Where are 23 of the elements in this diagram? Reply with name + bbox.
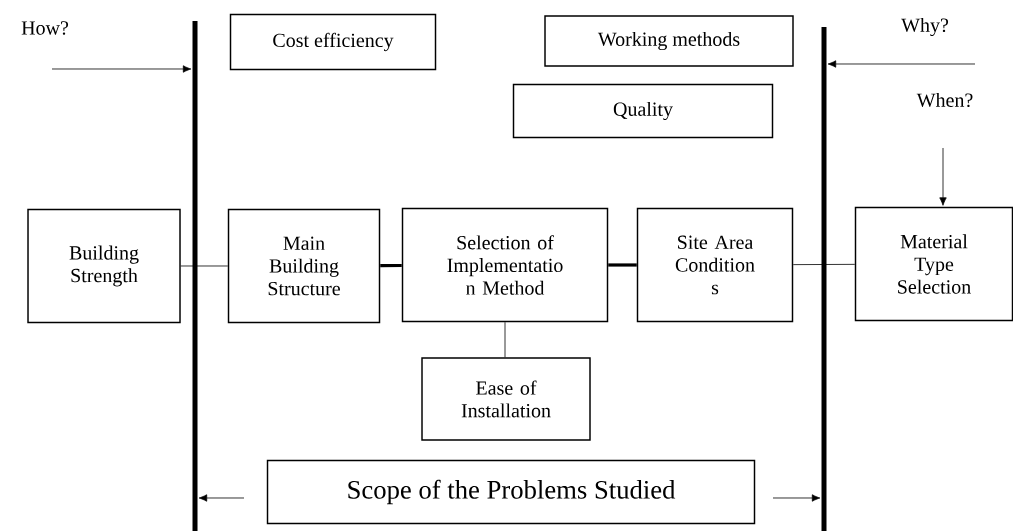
text-box: Selection of Implementatio n Method (401, 207, 609, 323)
arrow (772, 494, 821, 502)
text-box: Quality (512, 83, 774, 139)
text-box: Site Area Condition s (636, 207, 794, 323)
text-box: Scope of the Problems Studied (266, 459, 756, 525)
text-box: Material Type Selection (854, 206, 1013, 322)
arrow (198, 494, 245, 502)
connector-line (608, 263, 637, 267)
arrow (51, 65, 192, 73)
connector-line (380, 263, 402, 268)
text-box: Working methods (544, 15, 794, 67)
connector-line (504, 321, 506, 358)
question-label: How? (21, 21, 69, 35)
question-label: Why? (901, 17, 949, 37)
text-box: Building Strength (27, 208, 181, 324)
arrow (939, 147, 947, 206)
text-box: Cost efficiency (229, 13, 437, 71)
connector-line (180, 265, 229, 267)
connector-line (792, 263, 856, 266)
text-box: Main Building Structure (227, 208, 381, 324)
arrow (827, 60, 976, 68)
question-label: When? (916, 92, 973, 108)
text-box: Ease of Installation (421, 357, 591, 441)
